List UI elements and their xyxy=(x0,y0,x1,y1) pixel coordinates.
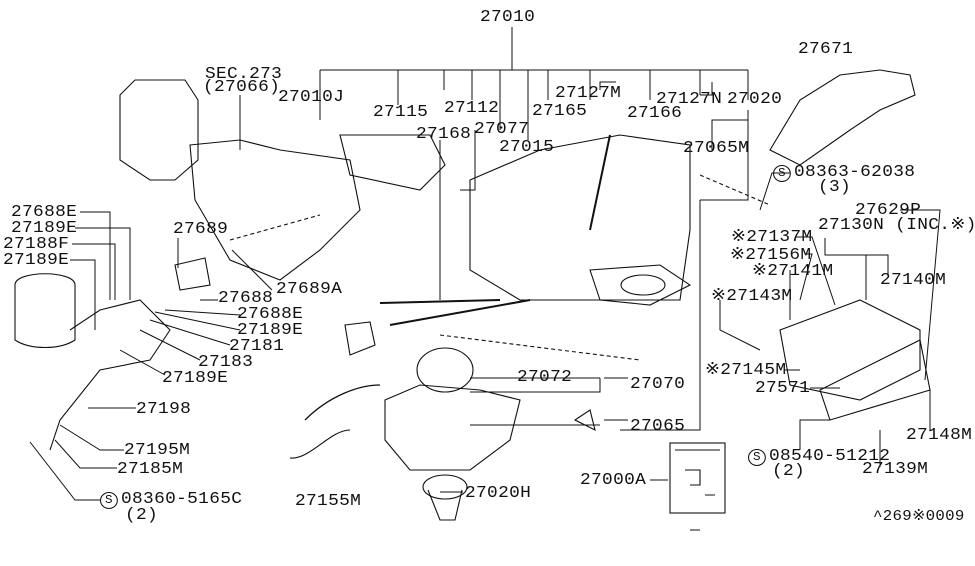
cooling-unit-outline xyxy=(339,134,446,191)
label-27195M: 27195M xyxy=(124,441,191,460)
label-27688: 27688 xyxy=(218,289,274,308)
label-27188F: 27188F xyxy=(3,235,70,254)
label-27185M: 27185M xyxy=(117,460,184,479)
label-27629P: 27629P xyxy=(855,201,922,220)
label-27671: 27671 xyxy=(798,40,854,59)
label-27115: 27115 xyxy=(373,103,429,122)
heater-duct-outline xyxy=(589,264,692,306)
label-27183: 27183 xyxy=(198,353,254,372)
label-27156M: ※27156M xyxy=(730,246,812,265)
label-27127N: 27127N xyxy=(656,90,723,109)
hose-27183 xyxy=(49,299,171,451)
label-27148M: 27148M xyxy=(906,426,973,445)
label-27689: 27689 xyxy=(173,220,229,239)
screw-symbol-icon: S xyxy=(773,165,791,182)
actuator-27689 xyxy=(174,257,211,291)
label-27189E: 27189E xyxy=(3,251,70,270)
label-27688E: 27688E xyxy=(237,305,304,324)
label-27072: 27072 xyxy=(517,368,573,387)
part-number: 08540-51212 xyxy=(769,447,891,466)
label-sec-273-ref: (27066) xyxy=(203,78,281,97)
blower-motor xyxy=(422,474,468,500)
label-27571: 27571 xyxy=(755,379,811,398)
label-27168: 27168 xyxy=(416,125,472,144)
label-27143M: ※27143M xyxy=(711,287,793,306)
label-27127M: 27127M xyxy=(555,84,622,103)
reservoir-outline xyxy=(14,273,76,348)
label-27189E: 27189E xyxy=(237,321,304,340)
label-27139M: 27139M xyxy=(862,460,929,479)
label-27065: 27065 xyxy=(630,417,686,436)
resistor-27155M-harness xyxy=(289,429,351,459)
label-27189E: 27189E xyxy=(11,219,78,238)
label-08540-qty: (2) xyxy=(772,462,806,481)
blower-fan xyxy=(416,347,474,393)
label-27166: 27166 xyxy=(627,104,683,123)
label-27020H: 27020H xyxy=(465,484,532,503)
label-27141M: ※27141M xyxy=(752,262,834,281)
label-27137M: ※27137M xyxy=(731,228,813,247)
manual-27000A xyxy=(669,442,726,514)
label-27000A: 27000A xyxy=(580,471,647,490)
label-27130N: 27130N (INC.※) xyxy=(818,216,975,235)
label-27065M: 27065M xyxy=(683,139,750,158)
part-shapes xyxy=(14,69,931,521)
label-27015: 27015 xyxy=(499,138,555,157)
label-sec-273: SEC.273 xyxy=(205,65,283,84)
diagram-reference-code: ^269※0009 xyxy=(873,508,965,525)
duct-27671 xyxy=(769,69,916,166)
label-27140M: 27140M xyxy=(880,271,947,290)
label-27070: 27070 xyxy=(630,375,686,394)
leader-lines xyxy=(29,27,941,531)
label-08363-qty: (3) xyxy=(818,178,852,197)
screw-symbol-icon: S xyxy=(748,449,766,466)
air-box-outline xyxy=(119,79,199,181)
intake-duct-outline xyxy=(189,139,361,281)
label-27689A: 27689A xyxy=(276,280,343,299)
screw-symbol-icon: S xyxy=(100,492,118,509)
label-27688E: 27688E xyxy=(11,203,78,222)
label-27077: 27077 xyxy=(474,120,530,139)
label-27010: 27010 xyxy=(480,8,536,27)
part-number: 08360-5165C xyxy=(121,490,243,509)
heater-unit-outline xyxy=(469,134,691,301)
control-panel-outline xyxy=(779,299,921,401)
label-27010J: 27010J xyxy=(278,88,345,107)
label-27165: 27165 xyxy=(532,102,588,121)
label-27181: 27181 xyxy=(229,337,285,356)
label-27020: 27020 xyxy=(727,90,783,109)
label-27198: 27198 xyxy=(136,400,192,419)
part-number: 08363-62038 xyxy=(794,163,916,182)
control-faceplate xyxy=(819,339,931,421)
label-27155M: 27155M xyxy=(295,492,362,511)
blower-case-outline xyxy=(384,384,521,471)
label-27145M: ※27145M xyxy=(705,361,787,380)
label-27112: 27112 xyxy=(444,99,500,118)
label-08360-qty: (2) xyxy=(125,506,159,525)
label-27189E: 27189E xyxy=(162,369,229,388)
